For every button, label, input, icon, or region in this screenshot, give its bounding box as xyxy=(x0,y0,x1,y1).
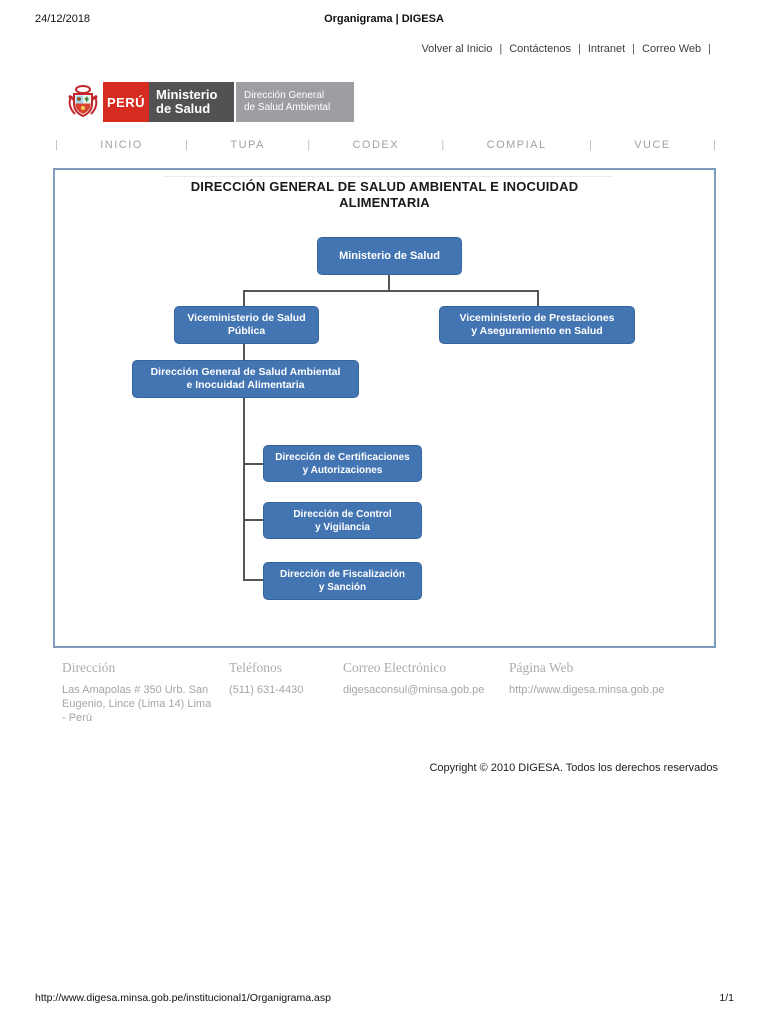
nav-item-inicio[interactable]: INICIO xyxy=(100,139,143,151)
main-nav: | INICIO | TUPA | CODEX | COMPIAL | VUCE… xyxy=(55,139,716,151)
org-node-label: Dirección de Control xyxy=(293,508,392,520)
footer-col-direccion: Dirección Las Amapolas # 350 Urb. San Eu… xyxy=(62,660,212,725)
org-node-viceministerio-prestaciones: Viceministerio de Prestaciones y Asegura… xyxy=(439,306,635,344)
link-correo-web[interactable]: Correo Web xyxy=(642,43,702,55)
separator: | xyxy=(713,139,716,151)
org-node-label: y Vigilancia xyxy=(315,521,370,533)
separator: | xyxy=(632,43,636,55)
connector-line xyxy=(243,344,245,360)
direction-label-line1: Dirección General xyxy=(244,90,325,101)
org-node-ministerio-de-salud: Ministerio de Salud xyxy=(317,237,462,275)
org-node-label: Viceministerio de Prestaciones xyxy=(459,312,615,324)
org-node-label: y Autorizaciones xyxy=(302,464,383,476)
print-source-url: http://www.digesa.minsa.gob.pe/instituci… xyxy=(35,992,331,1004)
footer-email-link[interactable]: digesaconsul@minsa.gob.pe xyxy=(343,684,485,696)
separator: | xyxy=(588,139,592,151)
connector-line xyxy=(388,275,390,290)
footer-heading: Página Web xyxy=(509,660,574,675)
org-node-label: Dirección General de Salud Ambiental xyxy=(150,366,341,378)
connector-line xyxy=(243,290,245,306)
nav-item-codex[interactable]: CODEX xyxy=(352,139,400,151)
footer-heading: Dirección xyxy=(62,660,116,675)
org-chart-frame: DIRECCIÓN GENERAL DE SALUD AMBIENTAL E I… xyxy=(53,168,716,648)
nav-item-vuce[interactable]: VUCE xyxy=(634,139,671,151)
nav-item-tupa[interactable]: TUPA xyxy=(230,139,265,151)
connector-line xyxy=(243,463,263,465)
footer-col-pagina-web: Página Web http://www.digesa.minsa.gob.p… xyxy=(509,660,664,697)
footer-address-line: Eugenio, Lince (Lima 14) Lima xyxy=(62,698,212,710)
org-node-label: y Sanción xyxy=(318,582,367,593)
separator: | xyxy=(185,139,189,151)
direction-label-line2: de Salud Ambiental xyxy=(244,102,331,113)
org-node-label: Dirección de Certificaciones xyxy=(275,451,410,463)
org-node-label: Ministerio de Salud xyxy=(339,249,440,262)
peru-label: PERÚ xyxy=(103,82,149,122)
link-volver-al-inicio[interactable]: Volver al Inicio xyxy=(421,43,493,55)
connector-line xyxy=(243,398,245,581)
ministry-label: Ministerio de Salud xyxy=(149,82,234,122)
link-intranet[interactable]: Intranet xyxy=(587,43,626,55)
connector-line xyxy=(243,519,263,521)
separator: | xyxy=(55,139,58,151)
print-title: Organigrama | DIGESA xyxy=(324,13,444,25)
print-date: 24/12/2018 xyxy=(35,13,91,25)
org-node-label: Dirección de Fiscalización xyxy=(279,569,406,580)
separator: | xyxy=(578,43,581,55)
connector-line xyxy=(243,579,263,581)
footer-col-telefonos: Teléfonos (511) 631-4430 xyxy=(229,660,303,697)
footer-col-correo: Correo Electrónico digesaconsul@minsa.go… xyxy=(343,660,484,697)
org-chart-title-line2: ALIMENTARIA xyxy=(339,195,430,210)
org-node-direccion-certificaciones: Dirección de Certificaciones y Autorizac… xyxy=(263,445,422,482)
org-node-label: Viceministerio de Salud xyxy=(187,312,306,324)
org-node-label: Pública xyxy=(227,325,266,337)
org-node-viceministerio-salud-publica: Viceministerio de Salud Pública xyxy=(174,306,319,344)
footer-website-link[interactable]: http://www.digesa.minsa.gob.pe xyxy=(509,684,665,696)
top-links: Volver al Inicio | Contáctenos | Intranet | Co… xyxy=(421,43,718,55)
separator: | xyxy=(708,43,711,55)
peru-coat-of-arms-icon xyxy=(62,82,103,122)
footer-heading: Correo Electrónico xyxy=(343,660,447,675)
ministry-label-line1: Ministerio xyxy=(156,87,218,102)
org-chart-title: DIRECCIÓN GENERAL DE SALUD AMBIENTAL E I… xyxy=(55,179,714,211)
nav-item-compial[interactable]: COMPIAL xyxy=(486,139,547,151)
peru-label-text: PERÚ xyxy=(106,94,146,110)
org-node-label: e Inocuidad Alimentaria xyxy=(186,379,305,391)
connector-line xyxy=(537,290,539,306)
footer-address-line: - Perú xyxy=(62,712,92,724)
separator: | xyxy=(441,139,445,151)
ministry-label-line2: de Salud xyxy=(156,101,211,116)
org-chart-title-line1: DIRECCIÓN GENERAL DE SALUD AMBIENTAL E I… xyxy=(190,179,579,194)
copyright-text: Copyright © 2010 DIGESA. Todos los derec… xyxy=(429,762,718,774)
link-contactenos[interactable]: Contáctenos xyxy=(509,43,571,55)
print-page-number: 1/1 xyxy=(719,992,734,1004)
org-node-direccion-control: Dirección de Control y Vigilancia xyxy=(263,502,422,539)
footer-heading: Teléfonos xyxy=(229,660,283,675)
connector-line xyxy=(243,290,539,292)
org-node-direccion-general-salud-ambiental: Dirección General de Salud Ambiental e I… xyxy=(132,360,359,398)
org-node-direccion-fiscalizacion: Dirección de Fiscalización y Sanción xyxy=(263,562,422,600)
separator: | xyxy=(499,43,503,55)
org-node-label: y Aseguramiento en Salud xyxy=(471,325,603,337)
divider xyxy=(163,176,613,177)
separator: | xyxy=(307,139,311,151)
direction-label: Dirección General de Salud Ambiental xyxy=(236,82,354,122)
footer-phone: (511) 631-4430 xyxy=(229,684,304,696)
minsa-logo: PERÚ Ministerio de Salud Dirección Gener… xyxy=(62,82,354,122)
footer-address-line: Las Amapolas # 350 Urb. San xyxy=(62,684,209,696)
